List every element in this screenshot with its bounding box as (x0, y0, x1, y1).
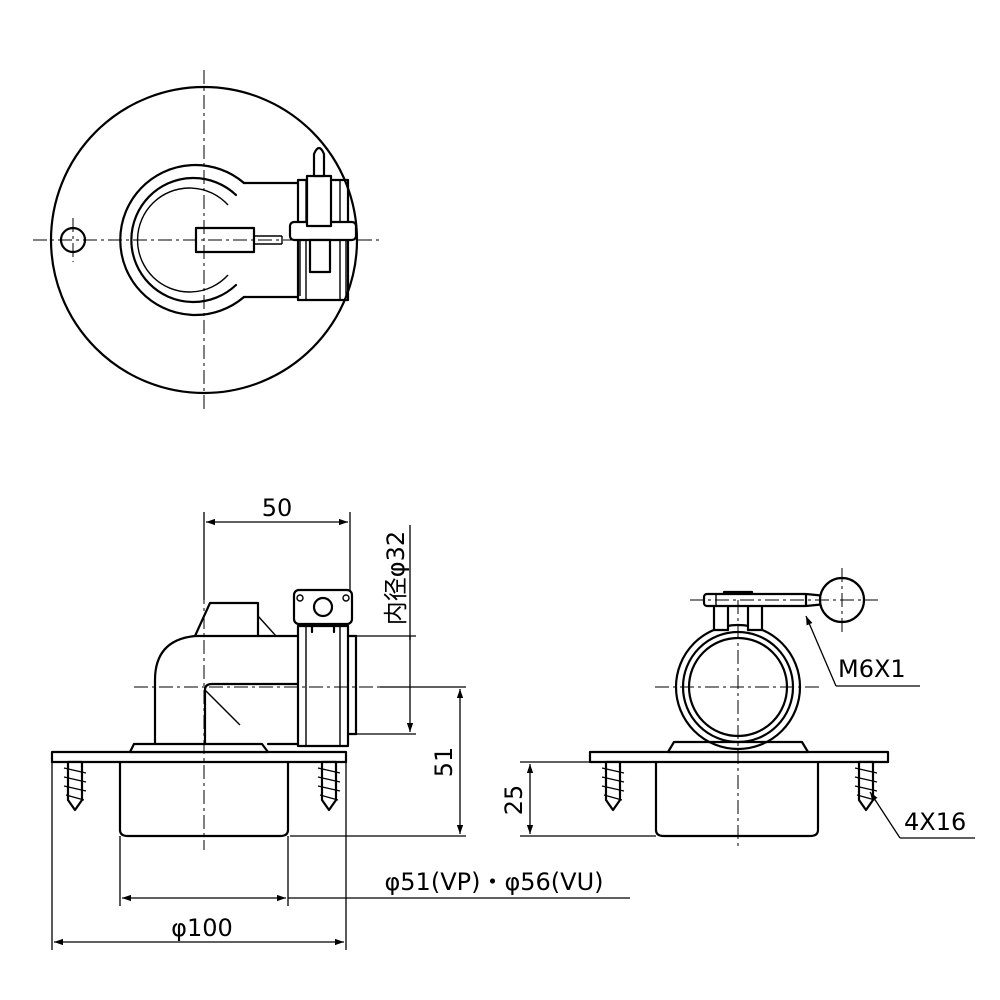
wood-screw-left (63, 760, 87, 812)
wood-screw-right-side (854, 760, 878, 812)
thread-spec-label: M6X1 (838, 655, 906, 683)
side-view (588, 568, 890, 850)
top-view (33, 70, 380, 410)
dimension-lines (51, 512, 975, 950)
dim-outlet-diameter-label: φ51(VP)・φ56(VU) (384, 868, 603, 896)
dim-inner-diameter-label: 内径φ32 (382, 531, 410, 625)
dim-height-25-label: 25 (500, 785, 528, 816)
dim-width-label: 50 (262, 494, 293, 522)
wood-screw-left-side (601, 760, 625, 812)
dim-height-51-label: 51 (430, 747, 458, 778)
dim-flange-diameter-label: φ100 (171, 914, 233, 942)
front-view (50, 588, 380, 850)
screw-spec-label: 4X16 (904, 808, 966, 836)
wood-screw-right (317, 760, 341, 812)
